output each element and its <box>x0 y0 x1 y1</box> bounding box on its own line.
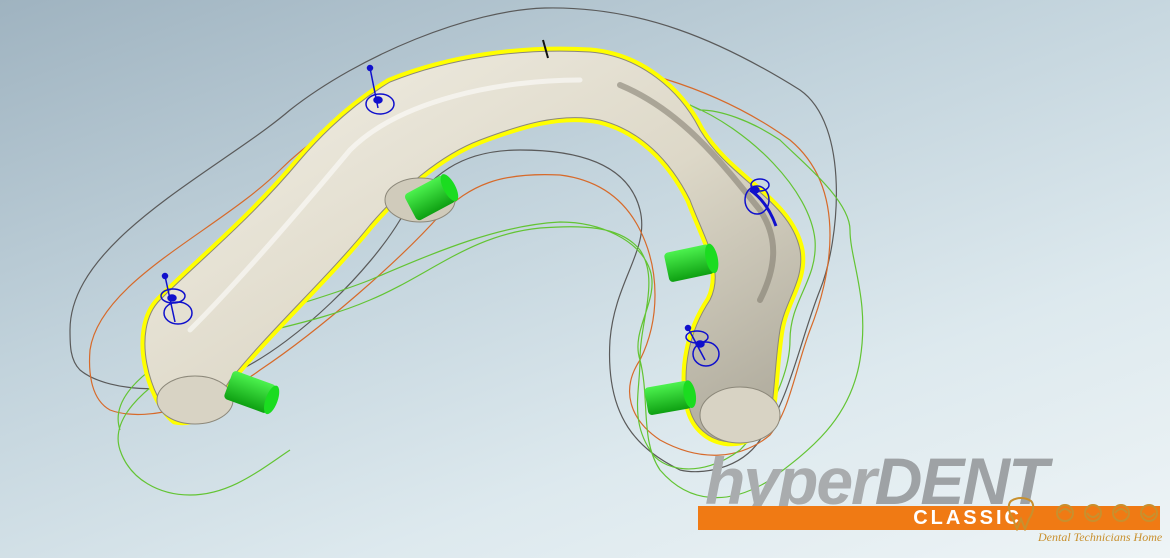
connector-cylinder-3[interactable] <box>664 242 721 282</box>
logo-word-prefix: hyper <box>705 444 877 518</box>
axis-handle-4[interactable] <box>684 324 720 367</box>
connector-cylinder-1[interactable] <box>404 172 462 222</box>
reference-marker <box>542 39 549 59</box>
connector-cylinder-2[interactable] <box>223 370 282 416</box>
logo-edition-bar: CLASSIC <box>698 506 1160 530</box>
green-contour-line <box>117 104 864 499</box>
bridge-bar-highlight <box>187 77 583 333</box>
logo-wordmark: hyperDENT <box>705 448 1048 514</box>
watermark-text: Dental Technicians Home <box>1038 530 1163 544</box>
tooth-icon <box>1007 497 1035 531</box>
axis-handle-1[interactable] <box>365 64 395 115</box>
abutment-right-lower <box>699 386 781 444</box>
axis-handle-3[interactable] <box>744 178 778 227</box>
bridge-bar-shadow-groove <box>617 82 777 303</box>
gray-contour-line <box>69 7 837 473</box>
logo-edition-label: CLASSIC <box>913 507 1022 529</box>
abutment-left <box>156 375 234 425</box>
connector-cylinder-4[interactable] <box>644 379 698 415</box>
axis-handle-2[interactable] <box>160 272 193 325</box>
ornament-icon <box>1056 504 1158 522</box>
logo-word-suffix: DENT <box>874 444 1049 518</box>
watermark-icons <box>1007 497 1158 531</box>
